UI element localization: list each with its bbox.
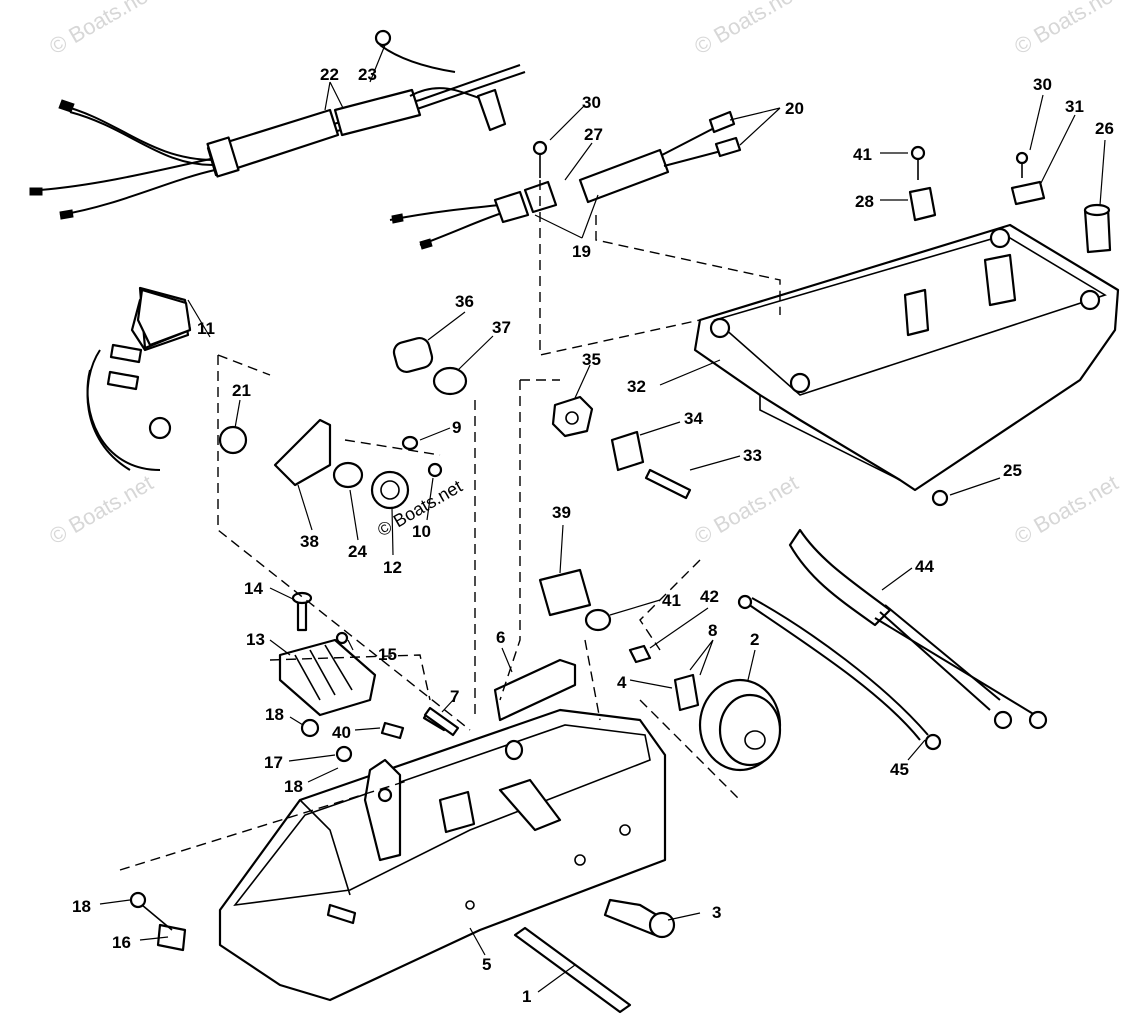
callout-8: 8 xyxy=(708,621,717,640)
switch-parts-34 xyxy=(538,395,700,712)
callout-1: 1 xyxy=(522,987,531,1006)
connector-assembly-20 xyxy=(389,110,742,250)
callout-28: 27 xyxy=(584,125,603,144)
callout-17: 17 xyxy=(264,753,283,772)
callout-31: 31 xyxy=(1065,97,1084,116)
callout-23: 22 xyxy=(320,65,339,84)
callout-40: 38 xyxy=(300,532,319,551)
callout-7: 7 xyxy=(450,687,459,706)
callout-9: 9 xyxy=(452,418,461,437)
callout-2: 2 xyxy=(750,630,759,649)
knob-2-and-plate-6 xyxy=(423,658,782,772)
callout-14: 14 xyxy=(244,579,263,598)
callout-18-b: 18 xyxy=(72,897,91,916)
callout-37: 37 xyxy=(492,318,511,337)
watermark: © Boats.net xyxy=(45,470,157,549)
callout-30-a: 30 xyxy=(582,93,601,112)
wire-harness xyxy=(29,29,526,220)
callout-32: 32 xyxy=(627,377,646,396)
callout-41: 41 xyxy=(662,591,681,610)
callout-36: 36 xyxy=(455,292,474,311)
callout-4: 4 xyxy=(617,673,627,692)
callout-26: 25 xyxy=(1003,461,1022,480)
callout-11: 11 xyxy=(197,319,215,338)
callout-34: 34 xyxy=(684,409,703,428)
callout-43: 41 xyxy=(853,145,872,164)
terminal-block-13 xyxy=(278,591,450,763)
loose-parts-bottom xyxy=(129,891,676,1014)
callout-25: 24 xyxy=(348,542,367,561)
callout-21: 20 xyxy=(785,99,804,118)
callout-45: 45 xyxy=(890,760,909,779)
callout-10: 10 xyxy=(412,522,431,541)
callout-18-a: 18 xyxy=(284,777,303,796)
callout-labels: 22 23 30 27 20 19 41 28 30 31 26 32 25 1… xyxy=(72,65,1114,1006)
callout-33: 33 xyxy=(743,446,762,465)
callout-19: 18 xyxy=(265,705,284,724)
watermark: © Boats.net xyxy=(1010,470,1122,549)
lead-wires-44-45 xyxy=(737,528,1048,751)
callout-12: 12 xyxy=(383,558,402,577)
watermark: © Boats.net xyxy=(1010,0,1122,59)
callout-15: 15 xyxy=(378,645,397,664)
callout-30-b: 30 xyxy=(1033,75,1052,94)
top-cover-32 xyxy=(693,145,1120,507)
callout-20: 19 xyxy=(572,242,591,261)
callout-29: 28 xyxy=(855,192,874,211)
callout-16: 16 xyxy=(112,933,131,952)
callout-27: 26 xyxy=(1095,119,1114,138)
switch-assembly-11 xyxy=(86,286,468,510)
callout-3: 3 xyxy=(712,903,721,922)
callout-42: 42 xyxy=(700,587,719,606)
callout-24: 23 xyxy=(358,65,377,84)
callout-44: 44 xyxy=(915,557,934,576)
control-housing-5 xyxy=(218,708,667,1002)
callout-39: 39 xyxy=(552,503,571,522)
watermark: © Boats.net xyxy=(690,0,802,59)
leader-lines xyxy=(99,44,1106,993)
callout-38: 40 xyxy=(332,723,351,742)
callout-22: 21 xyxy=(232,381,251,400)
callout-35: 35 xyxy=(582,350,601,369)
callout-13: 13 xyxy=(246,630,265,649)
alignment-lines xyxy=(119,180,781,871)
watermark: © Boats.net xyxy=(690,470,802,549)
watermark: © Boats.net xyxy=(45,0,157,59)
callout-5: 5 xyxy=(482,955,491,974)
callout-6: 6 xyxy=(496,628,505,647)
